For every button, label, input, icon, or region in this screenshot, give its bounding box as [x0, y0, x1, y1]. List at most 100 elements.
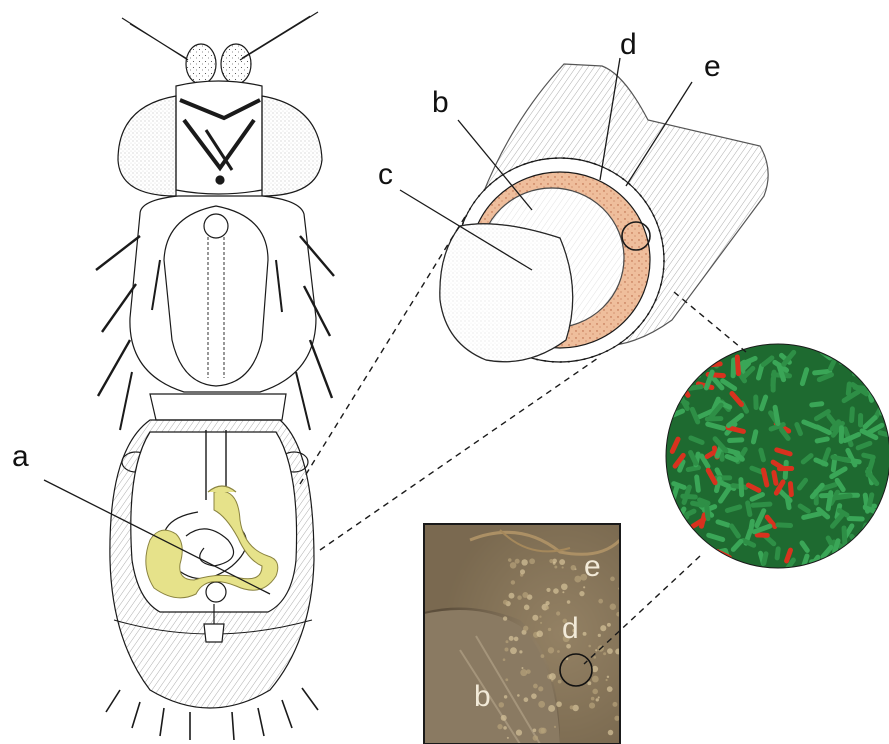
photo-speckle: [520, 669, 527, 676]
photo-speckle: [514, 637, 519, 642]
photo-label-e: e: [584, 550, 601, 583]
photo-speckle: [545, 601, 549, 605]
bacterium-green: [873, 537, 889, 543]
photo-speckle: [614, 716, 619, 721]
photo-speckle: [593, 656, 596, 659]
photo-speckle: [522, 592, 528, 598]
bacterium-green: [822, 557, 839, 572]
photo-speckle: [583, 632, 587, 636]
photo-speckle: [519, 650, 522, 653]
photo-speckle: [562, 566, 564, 568]
bacterium-green: [856, 347, 871, 361]
peritrophic-matrix-texture: [440, 224, 573, 362]
bacterium-green: [816, 563, 825, 578]
bacterium-green: [684, 341, 703, 360]
photo-speckle: [548, 647, 554, 653]
photo-speckle: [591, 697, 595, 701]
bacterium-green: [660, 372, 669, 391]
photo-speckle: [608, 730, 613, 735]
bacterium-green: [668, 522, 683, 532]
photo-speckle: [554, 726, 556, 728]
photo-speckle: [592, 676, 599, 683]
photo-speckle: [510, 647, 517, 654]
bacterium-green: [847, 516, 865, 522]
photo-speckle: [540, 622, 542, 624]
photo-speckle: [558, 680, 562, 684]
photo-speckle: [533, 728, 537, 732]
photo-speckle: [529, 558, 535, 564]
bacterium-green: [875, 364, 889, 375]
bacterium-green: [687, 358, 703, 370]
photo-speckle: [598, 634, 601, 637]
photo-speckle: [559, 559, 565, 565]
photo-speckle: [503, 616, 507, 620]
bacterium-green: [666, 558, 683, 575]
bacterium-green: [886, 351, 889, 366]
bacterium-green: [705, 416, 724, 422]
photo-speckle: [508, 558, 512, 562]
thorax-bristle-6: [310, 340, 332, 398]
photo-speckle: [574, 576, 581, 583]
bacterium-green: [707, 563, 716, 581]
photo-speckle: [532, 615, 538, 621]
photo-speckle: [524, 605, 530, 611]
photo-speckle: [506, 640, 509, 643]
bacterium-green: [654, 393, 666, 410]
photo-speckle: [607, 676, 609, 678]
photo-speckle: [511, 580, 515, 584]
photo-speckle: [612, 702, 617, 707]
photo-speckle: [549, 673, 556, 680]
bacterium-green: [856, 553, 873, 566]
photo-speckle: [505, 678, 508, 681]
photo-speckle: [520, 569, 525, 574]
bacterium-green: [870, 344, 875, 361]
photo-speckle: [554, 566, 557, 569]
bacterium-green: [851, 559, 866, 568]
photo-speckle: [605, 679, 607, 681]
photo-speckle: [509, 593, 515, 599]
photo-speckle: [598, 696, 600, 698]
bacteria-micrograph: [649, 341, 889, 582]
bacterium-red: [717, 557, 726, 575]
photo-speckle: [541, 728, 547, 734]
bacterium-green: [649, 512, 670, 524]
photo-speckle: [570, 705, 574, 709]
bacterium-green: [661, 445, 666, 462]
photo-speckle: [516, 730, 522, 736]
photo-speckle: [536, 631, 543, 638]
photo-speckle: [607, 686, 613, 692]
photo-speckle: [589, 703, 595, 709]
photo-speckle: [548, 705, 555, 712]
photo-speckle: [561, 583, 568, 590]
photo-speckle: [610, 604, 616, 610]
photo-speckle: [505, 647, 509, 651]
label-a: a: [12, 440, 29, 473]
photo-speckle: [533, 684, 538, 689]
bacterium-green: [654, 353, 672, 363]
photo-speckle: [549, 559, 553, 563]
photo-speckle: [538, 701, 545, 708]
bacterium-green: [674, 345, 690, 364]
photo-speckle: [571, 565, 576, 570]
photo-speckle: [546, 588, 550, 592]
thorax-bristle-9: [120, 372, 132, 430]
photo-speckle: [509, 636, 514, 641]
right-compound-eye: [262, 96, 322, 196]
photo-speckle: [556, 701, 562, 707]
bacterium-green: [851, 366, 871, 378]
photo-speckle: [503, 658, 506, 661]
bacterium-green: [835, 346, 854, 358]
photo-speckle: [548, 628, 551, 631]
bacterium-green: [650, 347, 670, 363]
photo-speckle: [515, 559, 520, 564]
thorax-bristle-3: [98, 340, 130, 396]
photo-speckle: [521, 667, 523, 669]
bacterium-green: [858, 413, 863, 428]
gut-cross-section: [440, 64, 768, 362]
photo-speckle: [607, 623, 611, 627]
ocellus: [216, 176, 224, 184]
photo-speckle: [523, 626, 528, 631]
photo-speckle: [579, 591, 584, 596]
photo-speckle: [592, 689, 598, 695]
